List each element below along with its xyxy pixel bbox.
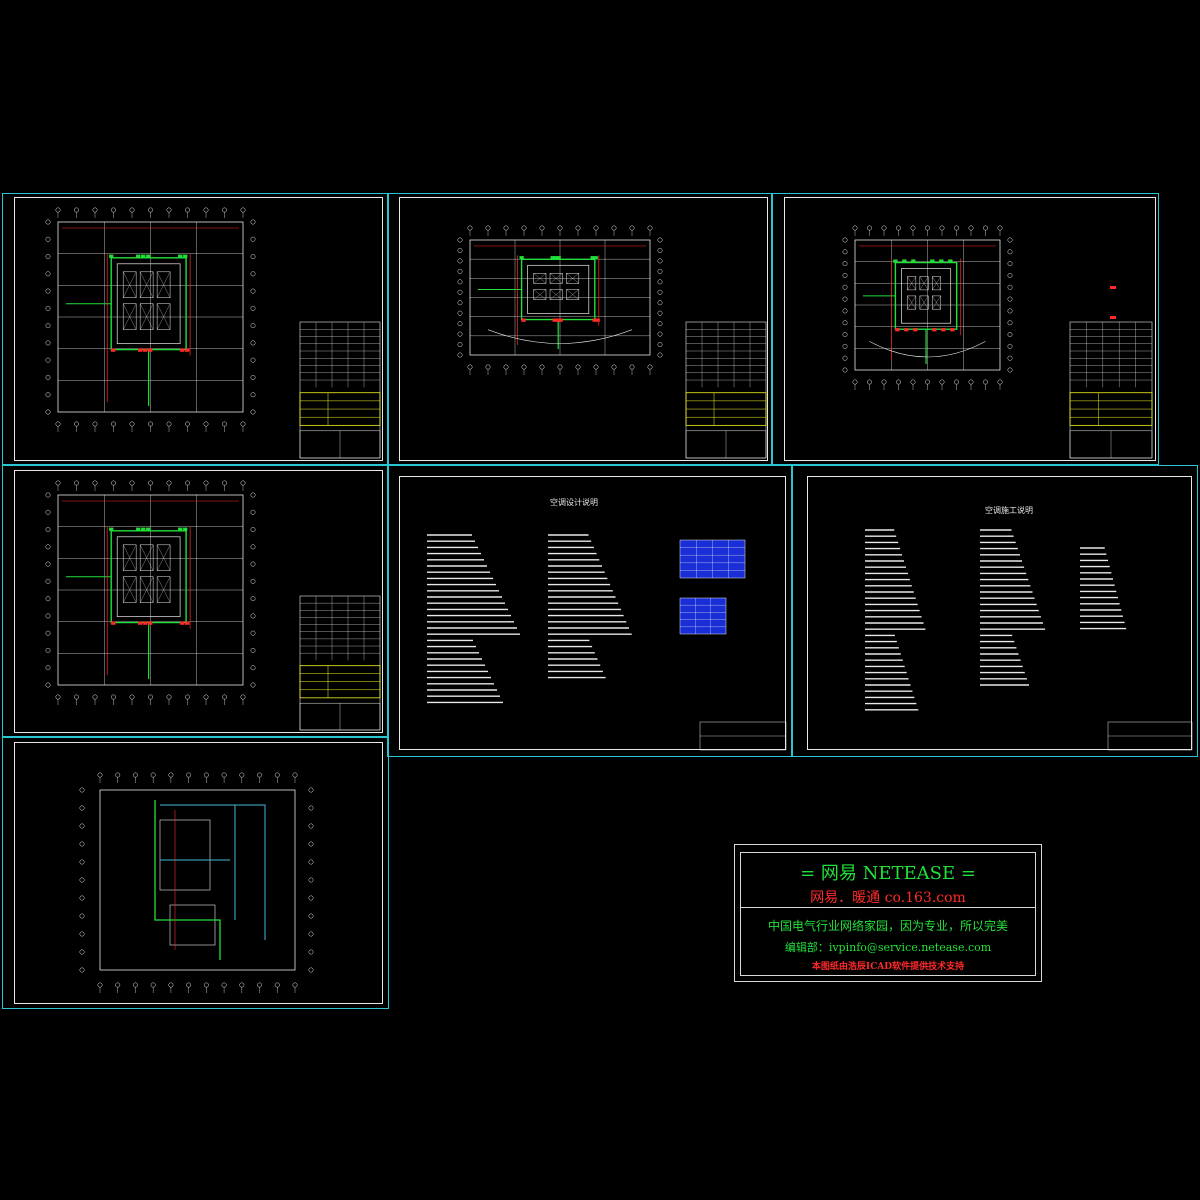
drawing-border-1 <box>14 197 383 461</box>
netease-legend-inner: = 网易 NETEASE = 网易．暖通 co.163.com 中国电气行业网络… <box>740 852 1036 976</box>
drawing-border-5 <box>399 476 786 750</box>
netease-legend-box: = 网易 NETEASE = 网易．暖通 co.163.com 中国电气行业网络… <box>734 844 1042 982</box>
legend-slogan: 中国电气行业网络家园，因为专业，所以完美 <box>767 919 1008 933</box>
legend-brand: = 网易 NETEASE = <box>800 863 976 884</box>
sheet-frame-1 <box>2 193 389 465</box>
drawing-border-6 <box>807 476 1192 750</box>
legend-email: 编辑部：ivpinfo@service.netease.com <box>784 941 992 954</box>
notes-title-design: 空调设计说明 <box>550 498 598 507</box>
sheet-frame-6 <box>792 465 1198 757</box>
drawing-border-4 <box>14 470 383 733</box>
sheet-frame-3 <box>771 193 1159 465</box>
legend-divider <box>741 907 1035 908</box>
drawing-border-7 <box>14 742 383 1004</box>
legend-site: 网易．暖通 co.163.com <box>810 890 966 906</box>
sheet-frame-7 <box>2 737 389 1009</box>
sheet-frame-5 <box>387 465 792 757</box>
red-mark-2 <box>1110 316 1116 319</box>
sheet-frame-4 <box>2 465 389 737</box>
notes-title-construction: 空调施工说明 <box>985 506 1033 515</box>
legend-support: 本图纸由浩辰ICAD软件提供技术支持 <box>811 962 965 972</box>
red-mark-1 <box>1110 286 1116 289</box>
sheet-frame-2 <box>387 193 773 465</box>
drawing-border-3 <box>784 197 1156 461</box>
drawing-border-2 <box>399 197 768 461</box>
